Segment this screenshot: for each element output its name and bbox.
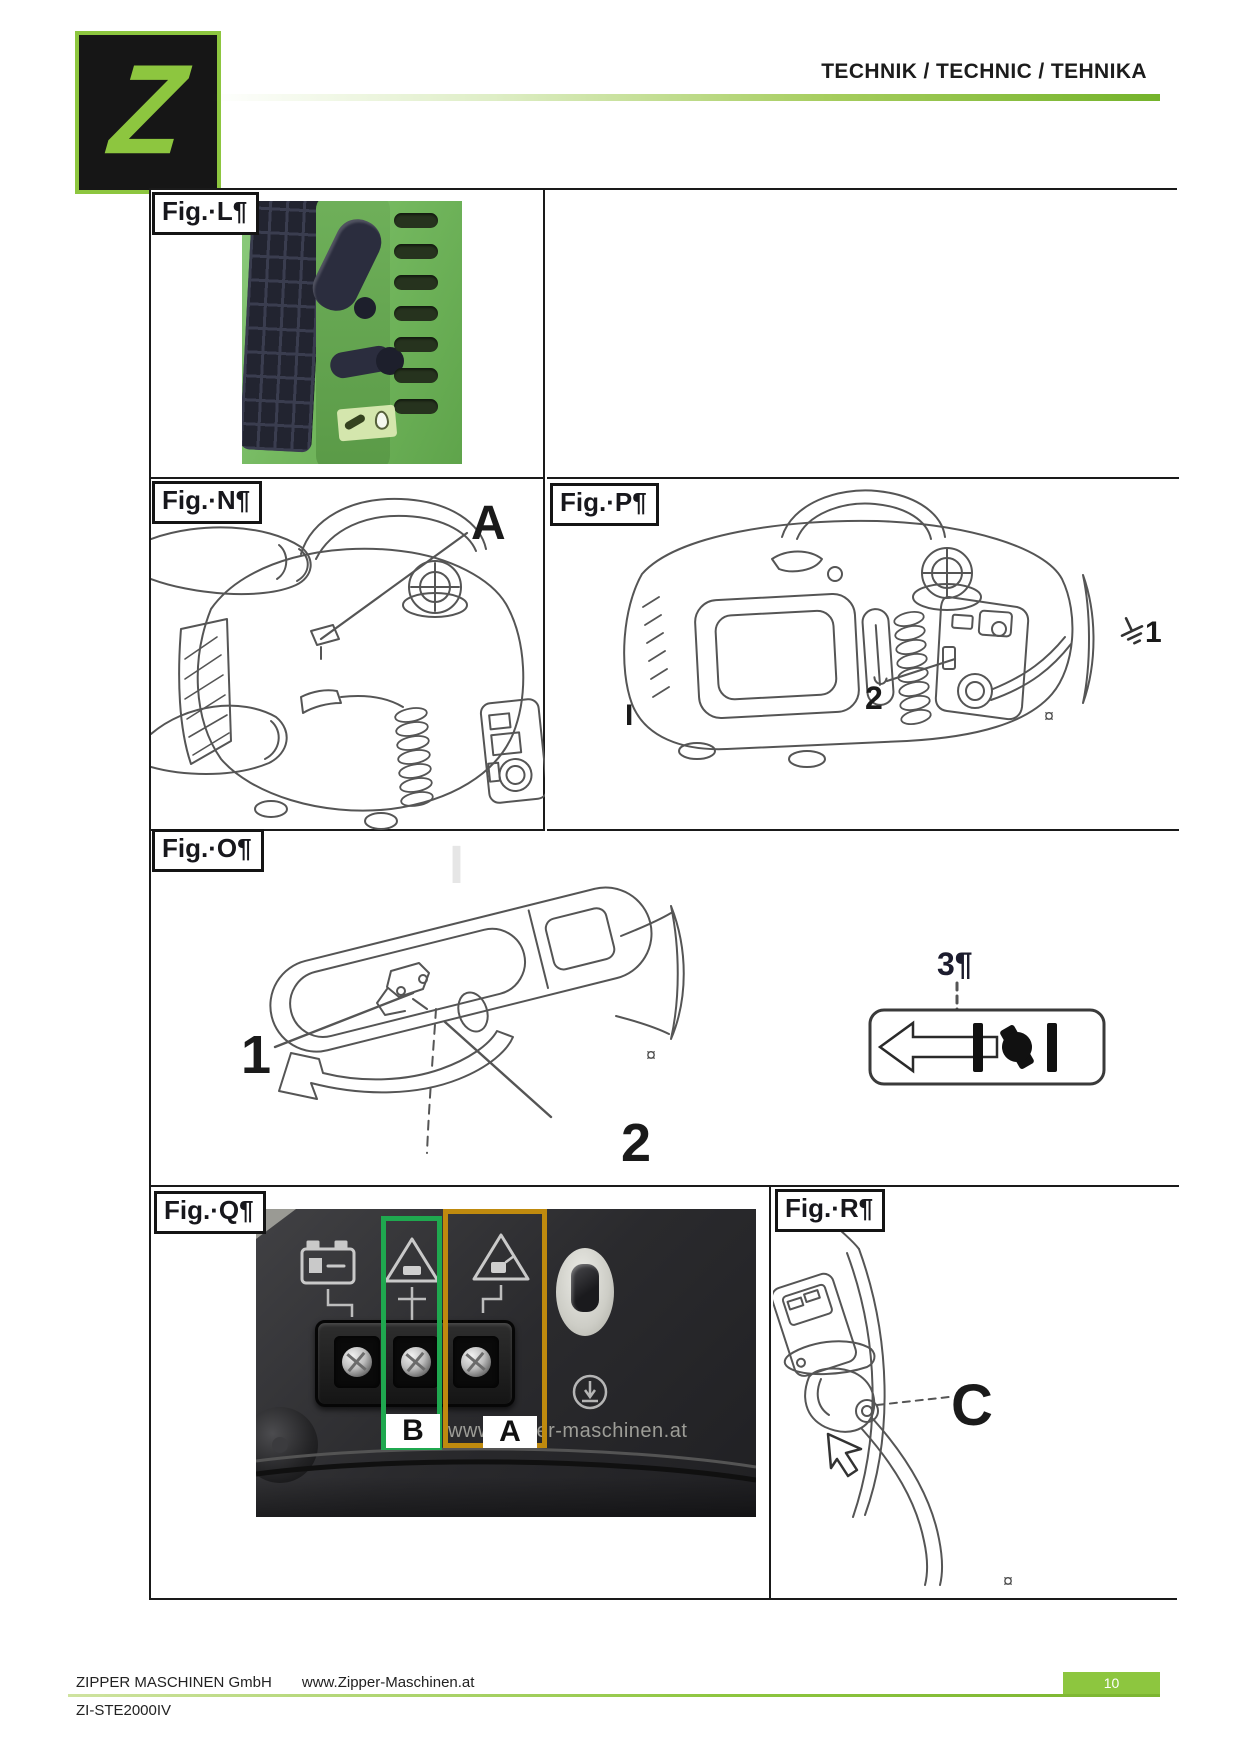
fig-q-label: Fig.·Q¶ [154, 1191, 266, 1234]
page-number-badge: 10 [1063, 1672, 1160, 1694]
fig-n-drawing: A [151, 497, 545, 830]
fuel-sticker [336, 404, 398, 442]
toggle-switch [556, 1248, 614, 1336]
fig-n-callout-a: A [471, 497, 506, 550]
earth-ground-icon [1120, 617, 1144, 645]
terminal-a-tab: A [483, 1415, 537, 1448]
vent-slot [394, 213, 438, 228]
fig-r-cell: Fig.·R¶ [773, 1187, 1179, 1598]
choke-knob [354, 297, 376, 319]
footer-model: ZI-STE2000IV [76, 1702, 172, 1719]
vent-slot [394, 337, 438, 352]
fig-p-callout-1: 1 [1145, 616, 1162, 649]
terminal-screw [461, 1347, 491, 1377]
vent-slot [394, 399, 438, 414]
fig-l-label: Fig.·L¶ [152, 192, 260, 235]
footer-website: www.Zipper-Maschinen.at [301, 1674, 475, 1691]
vent-slot [394, 275, 438, 290]
footer-accent-line [68, 1694, 1160, 1697]
fig-q-photo: B A www.zipper-maschinen.at [256, 1209, 756, 1517]
warning-triangle-icon [472, 1233, 530, 1281]
warning-triangle-icon [384, 1237, 440, 1283]
fig-o-cell: Fig.·O¶ I [151, 829, 1179, 1187]
vent-slot [394, 306, 438, 321]
sticker-arrow-icon [343, 413, 367, 432]
header-accent-line [210, 94, 1160, 101]
zipper-logo-z: Z [104, 38, 192, 181]
generator-grille [242, 201, 325, 453]
fig-r-drawing: C ¤ [773, 1226, 1013, 1591]
fig-r-cell-mark: ¤ [1003, 1571, 1013, 1591]
footer-company: ZIPPER MASCHINEN GmbH [76, 1674, 272, 1691]
vent-slot [394, 244, 438, 259]
fig-q-icons [256, 1233, 756, 1483]
arrow-left-icon [877, 1020, 999, 1074]
terminal-recess [334, 1336, 380, 1388]
fuel-drop-icon [374, 410, 390, 431]
terminal-screw [342, 1347, 372, 1377]
photo-shadow [256, 1477, 756, 1517]
fig-n-cell: Fig.·N¶ [151, 479, 545, 831]
fig-o-callout-1: 1 [241, 1025, 271, 1085]
fuel-valve-knob-icon [1000, 1025, 1034, 1069]
fig-l-photo [242, 201, 462, 464]
page-title: TECHNIK / TECHNIC / TEHNIKA [821, 60, 1147, 83]
fig-p-switch-mark: I [625, 699, 633, 732]
fig-n-label: Fig.·N¶ [152, 481, 263, 524]
terminal-recess [393, 1336, 439, 1388]
fig-p-drawing: 1 2 I ¤ [623, 489, 1162, 768]
fig-o-cell-mark: ¤ [646, 1045, 656, 1065]
fig-r-label: Fig.·R¶ [775, 1189, 886, 1232]
fig-o-label: Fig.·O¶ [152, 829, 264, 872]
fig-p-cell-mark: ¤ [1044, 706, 1054, 726]
ground-icon [572, 1374, 608, 1410]
terminal-recess [453, 1336, 499, 1388]
footer: ZIPPER MASCHINEN GmbH www.Zipper-Maschin… [76, 1674, 474, 1691]
terminal-b-tab: B [386, 1414, 440, 1448]
vent-slot [394, 368, 438, 383]
fig-o-ghost-mark: I [449, 835, 464, 895]
fig-p-label: Fig.·P¶ [550, 483, 659, 526]
fuel-valve-legend-panel [868, 1008, 1106, 1086]
fig-l-cell: Fig.·L¶ [151, 190, 545, 479]
terminal-block [315, 1320, 515, 1407]
fig-q-cell: Fig.·Q¶ [151, 1187, 771, 1598]
terminal-a-highlight-box [443, 1209, 547, 1448]
fig-o-callout-2: 2 [621, 1113, 651, 1173]
empty-cell [547, 190, 1179, 479]
figure-table: Fig.·L¶ [149, 188, 1179, 1600]
fig-o-callout-3: 3¶ [937, 946, 973, 982]
fig-o-drawing: I [241, 835, 1106, 1173]
battery-icon [300, 1240, 356, 1285]
terminal-screw [401, 1347, 431, 1377]
fig-p-cell: Fig.·P¶ [547, 479, 1179, 831]
zipper-logo: Z [75, 31, 221, 194]
fig-r-callout-c: C [951, 1373, 993, 1438]
fig-p-callout-2: 2 [865, 680, 883, 716]
cursor-arrow-icon [826, 1432, 863, 1478]
